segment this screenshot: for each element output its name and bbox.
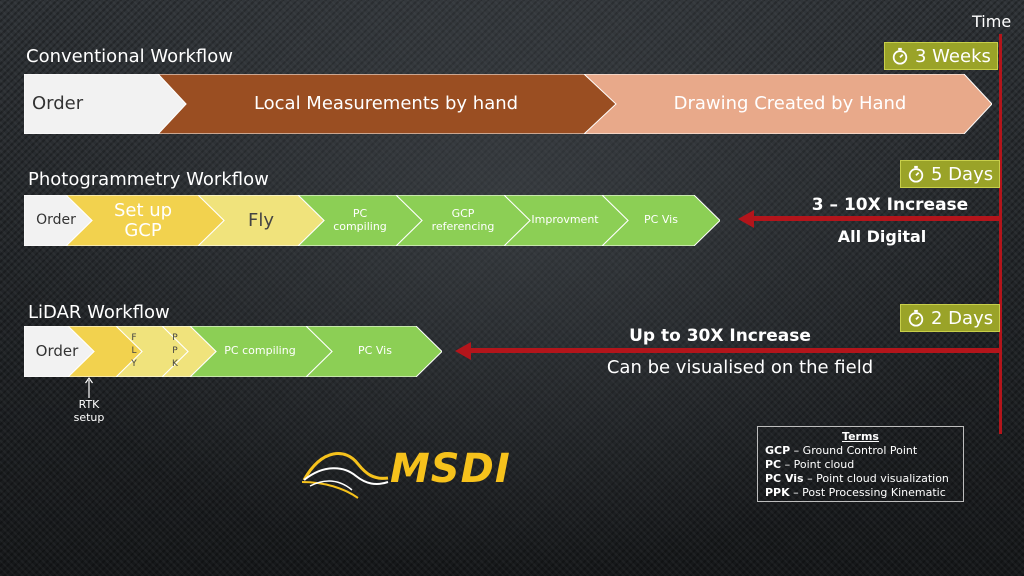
photogrammetry-step-order-label: Order xyxy=(36,211,76,228)
lidar-step-ppk: P P K xyxy=(162,326,188,377)
lidar-arrow-head xyxy=(455,341,471,360)
term-definition: – Point cloud visualization xyxy=(803,472,949,485)
conventional-step-drawing-label: Drawing Created by Hand xyxy=(673,93,907,115)
photogrammetry-duration-badge: 5 Days xyxy=(900,160,1001,188)
photogrammetry-workflow-row: Order Set up GCP Fly PC compiling GCP re… xyxy=(24,195,720,246)
photogrammetry-step-fly-label: Fly xyxy=(247,209,274,231)
photogrammetry-step-setup-gcp-label: Set up GCP xyxy=(113,199,173,241)
photogrammetry-step-order: Order xyxy=(26,195,86,246)
lidar-step-order: Order xyxy=(28,326,86,377)
lidar-step-pc-compiling-label: PC compiling xyxy=(224,344,296,358)
lidar-duration-badge: 2 Days xyxy=(900,304,1001,332)
conventional-step-drawing: Drawing Created by Hand xyxy=(616,74,964,134)
photogrammetry-increase-text: 3 – 10X Increase xyxy=(811,195,969,215)
term-definition: – Point cloud xyxy=(781,458,855,471)
photogrammetry-step-improvment-label: Improvment xyxy=(531,213,599,227)
lidar-duration-text: 2 Days xyxy=(931,307,994,329)
terms-title: Terms xyxy=(842,430,879,443)
lidar-workflow-row: Order F L Y P P K PC compiling PC Vis xyxy=(24,326,442,377)
term-name: PC Vis xyxy=(765,472,804,485)
lidar-arrow-shaft xyxy=(470,348,1000,353)
terms-legend: Terms GCP – Ground Control Point PC – Po… xyxy=(757,426,964,502)
conventional-step-order: Order xyxy=(32,74,152,134)
msdi-logo-text: MSDI xyxy=(390,446,511,492)
term-row: GCP – Ground Control Point xyxy=(765,444,956,458)
stopwatch-icon xyxy=(892,47,908,65)
term-definition: – Ground Control Point xyxy=(790,444,918,457)
lidar-step-order-label: Order xyxy=(35,342,79,361)
conventional-workflow-title: Conventional Workflow xyxy=(26,46,234,67)
stopwatch-icon xyxy=(908,165,924,183)
time-axis-line xyxy=(999,34,1002,434)
lidar-step-ppk-label: P P K xyxy=(172,333,178,369)
lidar-step-pcvis-label: PC Vis xyxy=(358,344,392,358)
term-row: PC Vis – Point cloud visualization xyxy=(765,472,956,486)
conventional-workflow-row: Order Local Measurements by hand Drawing… xyxy=(24,74,992,134)
lidar-step-pc-compiling: PC compiling xyxy=(214,326,306,377)
photogrammetry-step-fly: Fly xyxy=(224,195,298,246)
photogrammetry-step-order-shape xyxy=(24,195,93,246)
photogrammetry-workflow-title: Photogrammetry Workflow xyxy=(28,169,269,190)
photogrammetry-step-improvment: Improvment xyxy=(526,195,604,246)
conventional-duration-text: 3 Weeks xyxy=(915,45,991,67)
photogrammetry-step-pc-compiling: PC compiling xyxy=(322,195,398,246)
photogrammetry-step-gcp-referencing-label: GCP referencing xyxy=(431,207,495,233)
msdi-logo-mark-icon xyxy=(301,452,389,499)
photogrammetry-step-pc-compiling-label: PC compiling xyxy=(333,207,387,233)
conventional-step-local-measurements-label: Local Measurements by hand xyxy=(253,93,519,115)
stopwatch-icon xyxy=(908,309,924,327)
photogrammetry-step-pcvis-label: PC Vis xyxy=(644,213,678,227)
lidar-step-fly: F L Y xyxy=(120,326,148,377)
time-label: Time xyxy=(972,12,1012,31)
photogrammetry-step-gcp-referencing: GCP referencing xyxy=(420,195,506,246)
conventional-step-order-shape xyxy=(24,74,187,134)
conventional-step-local-measurements: Local Measurements by hand xyxy=(186,74,586,134)
photogrammetry-duration-text: 5 Days xyxy=(931,163,994,185)
rtk-setup-label: RTK setup xyxy=(73,398,105,424)
term-row: PPK – Post Processing Kinematic xyxy=(765,486,956,500)
lidar-step-pcvis: PC Vis xyxy=(330,326,420,377)
lidar-step-rtk xyxy=(94,326,122,377)
term-definition: – Post Processing Kinematic xyxy=(789,486,946,499)
photogrammetry-arrow-shaft xyxy=(752,216,1000,221)
term-name: PC xyxy=(765,458,782,471)
conventional-workflow-chevrons xyxy=(24,74,992,134)
lidar-workflow-chevrons xyxy=(24,326,442,377)
lidar-step-fly-label: F L Y xyxy=(131,333,137,369)
lidar-note-text: Can be visualised on the field xyxy=(606,357,874,378)
term-name: GCP xyxy=(765,444,791,457)
term-name: PPK xyxy=(765,486,790,499)
conventional-step-order-label: Order xyxy=(32,93,84,115)
photogrammetry-step-setup-gcp: Set up GCP xyxy=(90,195,196,246)
conventional-duration-badge: 3 Weeks xyxy=(884,42,998,70)
lidar-workflow-title: LiDAR Workflow xyxy=(28,302,170,323)
lidar-step-order-shape xyxy=(24,326,95,377)
rtk-up-arrow-icon xyxy=(85,376,93,398)
term-row: PC – Point cloud xyxy=(765,458,956,472)
photogrammetry-arrow-head xyxy=(738,209,754,228)
photogrammetry-step-pcvis: PC Vis xyxy=(626,195,696,246)
lidar-increase-text: Up to 30X Increase xyxy=(629,326,811,346)
photogrammetry-workflow-chevrons xyxy=(24,195,720,246)
photogrammetry-note-text: All Digital xyxy=(837,227,927,246)
